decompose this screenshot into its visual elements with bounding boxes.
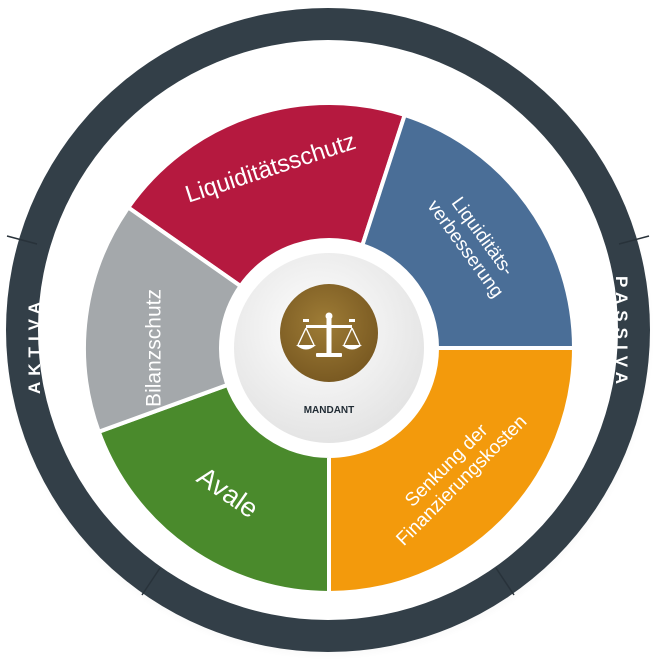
ring-separator — [141, 567, 161, 596]
segments-group: LiquiditätsschutzLiquiditäts-verbesserun… — [82, 101, 577, 596]
ring-separator — [618, 235, 650, 245]
ring-separator — [495, 567, 515, 596]
segment-avale — [96, 382, 331, 596]
scales-of-justice-icon — [296, 312, 362, 357]
segment-bilanzschutz — [82, 204, 244, 435]
segment-senkung-finanzierungskosten — [327, 346, 577, 596]
segment-liquiditaetsschutz — [125, 101, 408, 289]
ring-label-aktiva: AKTIVA — [25, 296, 44, 394]
segment-label-line: Bilanzschutz — [142, 289, 165, 407]
center-label: MANDANT — [304, 405, 355, 416]
ring-label-passiva: PASSIVA — [612, 276, 631, 390]
segment-liquiditaetsverbesserung — [359, 112, 577, 350]
ring-separator — [6, 235, 38, 245]
segment-label-bilanzschutz: Bilanzschutz — [142, 289, 165, 407]
